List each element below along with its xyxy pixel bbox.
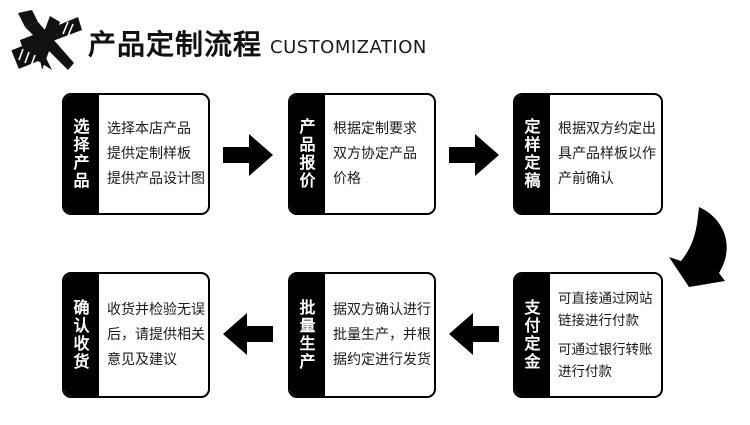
- flow-step-5-label: 批量生产: [290, 274, 325, 396]
- flow-step-1-body: 选择本店产品 提供定制样板 提供产品设计图: [99, 95, 208, 213]
- flow-step-3-line-1: 根据双方约定出: [558, 120, 656, 137]
- flow-step-3-body: 根据双方约定出 具产品样板以作 产前确认: [550, 95, 661, 213]
- flow-step-1-line-1: 选择本店产品: [107, 120, 191, 137]
- flow-step-4: 支付定金 可直接通过网站 链接进行付款 可通过银行转账 进行付款: [513, 272, 663, 398]
- page-title: 产品定制流程: [88, 28, 263, 61]
- flow-step-1-line-3: 提供产品设计图: [107, 170, 205, 187]
- flow-step-2-line-2: 双方协定产品: [333, 145, 417, 162]
- flow-step-6-line-1: 收货并检验无误: [107, 301, 205, 318]
- flow-step-2-label: 产品报价: [290, 95, 325, 213]
- flow-step-3-line-2: 具产品样板以作: [558, 145, 656, 162]
- flow-step-3-label: 定样定稿: [515, 95, 550, 213]
- flow-step-2-label-text: 产品报价: [299, 117, 316, 190]
- arrow-right-icon: [223, 131, 273, 179]
- flow-step-4-label-text: 支付定金: [524, 298, 541, 371]
- flow-step-5-label-text: 批量生产: [299, 298, 316, 371]
- flow-step-3: 定样定稿 根据双方约定出 具产品样板以作 产前确认: [513, 93, 663, 215]
- flow-step-5-line-1: 据双方确认进行: [333, 301, 431, 318]
- arrow-left-icon: [223, 310, 273, 358]
- flow-step-1: 选择产品 选择本店产品 提供定制样板 提供产品设计图: [62, 93, 210, 215]
- flow-step-3-label-text: 定样定稿: [524, 117, 541, 190]
- flow-step-1-line-2: 提供定制样板: [107, 145, 191, 162]
- flow-step-5: 批量生产 据双方确认进行 批量生产，并根 据约定进行发货: [288, 272, 436, 398]
- flow-step-4-body: 可直接通过网站 链接进行付款 可通过银行转账 进行付款: [550, 274, 661, 396]
- arrow-left-icon: [449, 310, 499, 358]
- arrow-right-icon: [449, 131, 499, 179]
- flow-step-6: 确认收货 收货并检验无误 后，请提供相关 意见及建议: [62, 272, 210, 398]
- flow-step-2-body: 根据定制要求 双方协定产品 价格: [325, 95, 434, 213]
- flow-step-4-line-2: 链接进行付款: [558, 312, 639, 329]
- arrow-curved-down-left-icon: [663, 203, 747, 295]
- flow-step-5-body: 据双方确认进行 批量生产，并根 据约定进行发货: [325, 274, 434, 396]
- flow-step-6-body: 收货并检验无误 后，请提供相关 意见及建议: [99, 274, 208, 396]
- flow-step-2-line-1: 根据定制要求: [333, 120, 417, 137]
- page-subtitle: CUSTOMIZATION: [270, 37, 427, 58]
- flow-step-6-line-2: 后，请提供相关: [107, 326, 205, 343]
- flow-step-1-label-text: 选择产品: [73, 117, 90, 190]
- flow-step-4-line-1: 可直接通过网站: [558, 290, 653, 307]
- flow-step-6-label-text: 确认收货: [73, 298, 90, 371]
- flow-step-4-line-4: 进行付款: [558, 363, 612, 380]
- crossed-brushes-icon: [8, 8, 84, 74]
- flow-step-3-line-3: 产前确认: [558, 170, 614, 187]
- page-header: 产品定制流程 CUSTOMIZATION: [0, 0, 750, 86]
- flow-step-5-line-2: 批量生产，并根: [333, 326, 431, 343]
- flow-step-6-line-3: 意见及建议: [107, 351, 177, 368]
- flow-step-6-label: 确认收货: [64, 274, 99, 396]
- flow-step-2-line-3: 价格: [333, 170, 361, 187]
- flow-step-1-label: 选择产品: [64, 95, 99, 213]
- flow-step-4-line-3: 可通过银行转账: [558, 341, 653, 358]
- flow-step-5-line-3: 据约定进行发货: [333, 351, 431, 368]
- flow-step-2: 产品报价 根据定制要求 双方协定产品 价格: [288, 93, 436, 215]
- flow-step-4-label: 支付定金: [515, 274, 550, 396]
